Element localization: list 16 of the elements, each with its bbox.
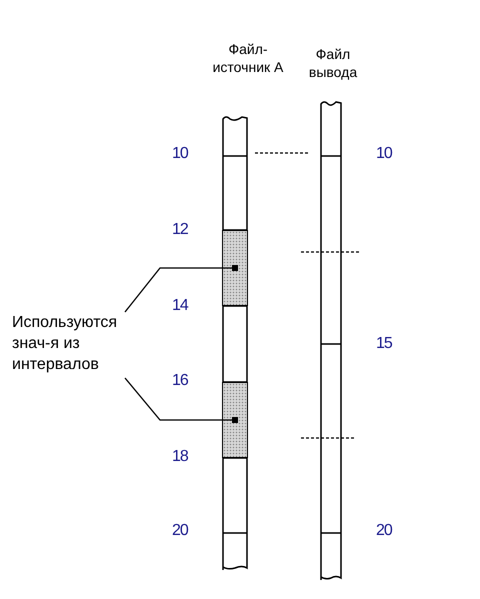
scale-number: 10 xyxy=(376,145,392,163)
leader-line xyxy=(124,378,238,423)
leader-line xyxy=(124,265,238,312)
scale-number: 12 xyxy=(172,221,188,239)
scale-number: 18 xyxy=(172,448,188,466)
column-heading: Файл-источник А xyxy=(212,40,284,76)
scale-number: 10 xyxy=(172,145,188,163)
scale-number: 15 xyxy=(376,335,392,353)
scale-number: 16 xyxy=(172,372,188,390)
scale-number: 14 xyxy=(172,297,188,315)
column-heading: Файл вывода xyxy=(308,45,358,81)
scale-number: 20 xyxy=(376,522,392,540)
scale-number: 20 xyxy=(172,522,188,540)
shaded-interval xyxy=(222,230,248,306)
shaded-interval xyxy=(222,382,248,458)
callout-text: Используются знач-я из интервалов xyxy=(12,313,118,375)
